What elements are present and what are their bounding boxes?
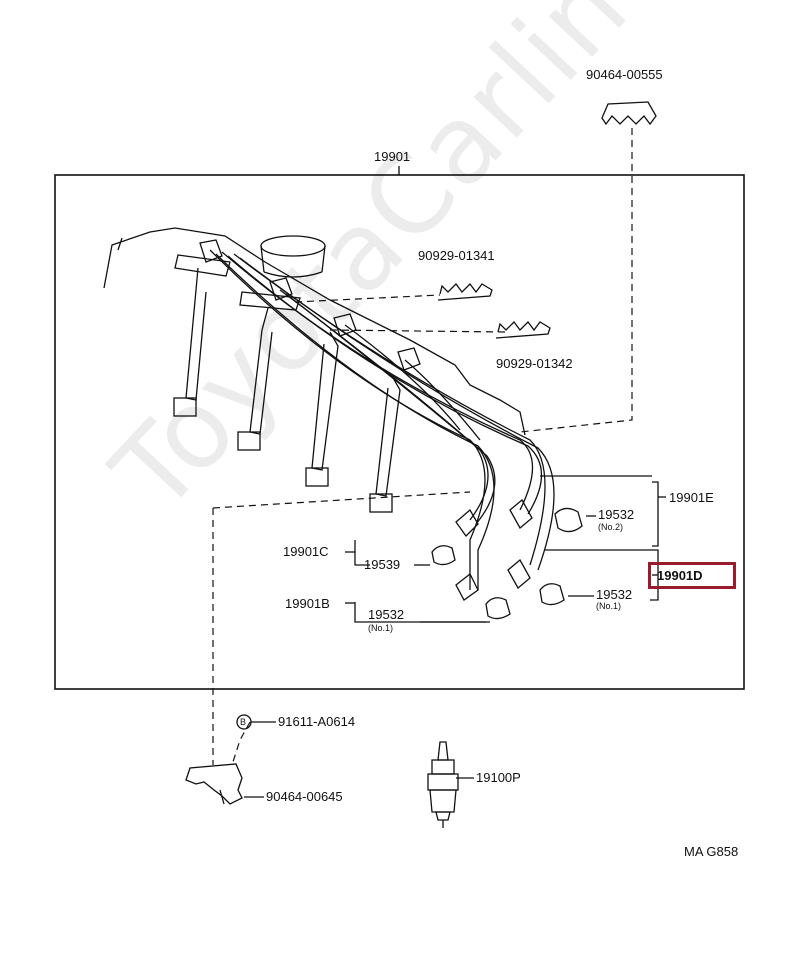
clamp-90929-01342 — [495, 321, 551, 339]
spark-plug-shape — [427, 741, 459, 828]
label-cord-b[interactable]: 19901B — [285, 596, 330, 611]
label-clamp-a[interactable]: 90929-01341 — [418, 248, 495, 263]
boot-19532-no1-right-shape — [539, 583, 565, 606]
plug-tubes — [173, 254, 401, 513]
label-boot-no1-left[interactable]: 19532 — [368, 607, 405, 622]
label-bolt[interactable]: 91611-A0614 — [278, 714, 356, 729]
clamp-90464-00645 — [185, 763, 243, 805]
boot-19532-no2-shape — [554, 507, 583, 533]
label-boot-no2[interactable]: 19532 — [598, 507, 635, 522]
label-boot-19539[interactable]: 19539 — [364, 557, 401, 572]
label-clamp-bottom[interactable]: 90464-00645 — [266, 789, 343, 804]
highlight-box — [648, 562, 736, 589]
label-clamp-b[interactable]: 90929-01342 — [496, 356, 573, 371]
distributor-cap — [260, 235, 326, 257]
engine-head-outline — [103, 227, 526, 436]
label-spark-plug[interactable]: 19100P — [476, 770, 521, 785]
label-clamp-top[interactable]: 90464-00555 — [586, 67, 663, 82]
clamp-90929-01341 — [437, 283, 493, 301]
label-cord-c[interactable]: 19901C — [283, 544, 329, 559]
boot-19539-shape — [431, 545, 456, 566]
label-boot-no1-right-sub: (No.1) — [596, 601, 622, 611]
bolt-symbol-letter: B — [240, 717, 247, 727]
label-boot-no2-sub: (No.2) — [598, 522, 624, 532]
label-boot-no1-right[interactable]: 19532 — [596, 587, 633, 602]
label-cord-set[interactable]: 19901 — [374, 149, 411, 164]
boot-19532-no1-left-shape — [485, 597, 511, 620]
label-boot-no1-left-sub: (No.1) — [368, 623, 394, 633]
clamp-90464-00555 — [601, 101, 657, 126]
diagram-code: MA G858 — [684, 844, 739, 859]
label-cord-e[interactable]: 19901E — [669, 490, 714, 505]
label-cord-d[interactable]: 19901D — [657, 568, 703, 583]
